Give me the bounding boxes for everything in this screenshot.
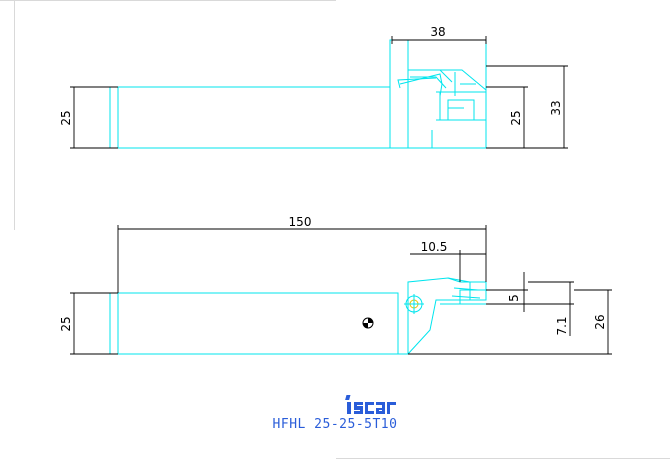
dim-line-26 (408, 289, 612, 355)
dim-10-5: 10.5 (421, 240, 448, 254)
dim-line-38 (391, 36, 487, 44)
bottom-insert (440, 277, 486, 305)
dim-line-7-1 (528, 281, 574, 336)
bottom-shank-body (117, 292, 399, 355)
bottom-view: 150 10.5 25 5 7.1 26 (59, 215, 612, 355)
center-mark-icon (362, 317, 374, 329)
dim-line-top-25-left (70, 86, 118, 149)
dim-line-150 (117, 225, 487, 293)
dim-5: 5 (507, 294, 521, 302)
model-caption: HFHL 25-25-5T10 (272, 417, 398, 432)
dim-line-10-5 (410, 250, 486, 282)
top-shank-end (109, 86, 119, 149)
dim-bottom-25-left: 25 (59, 316, 73, 331)
dim-line-bottom-25-left (70, 292, 118, 355)
frame-line-left (14, 0, 15, 230)
iscar-logo (345, 395, 396, 414)
top-head-outline (389, 39, 487, 149)
clamp-screw-cross (404, 294, 424, 314)
dim-top-25-left: 25 (59, 110, 73, 125)
top-head-detail (397, 69, 487, 148)
top-view: 38 25 25 33 (59, 25, 568, 149)
bottom-shank-end (109, 292, 119, 355)
dim-150: 150 (289, 215, 312, 229)
top-shank-body (117, 86, 391, 149)
dim-26: 26 (593, 314, 607, 329)
dim-line-5 (486, 272, 528, 312)
frame-line-bottom (336, 458, 670, 459)
dim-line-33 (486, 65, 568, 149)
dim-7-1: 7.1 (555, 316, 569, 335)
dim-top-25-inner: 25 (509, 110, 523, 125)
frame-line-top (0, 0, 336, 1)
dim-33: 33 (549, 100, 563, 115)
top-clamp (399, 72, 476, 97)
dim-38: 38 (430, 25, 445, 39)
